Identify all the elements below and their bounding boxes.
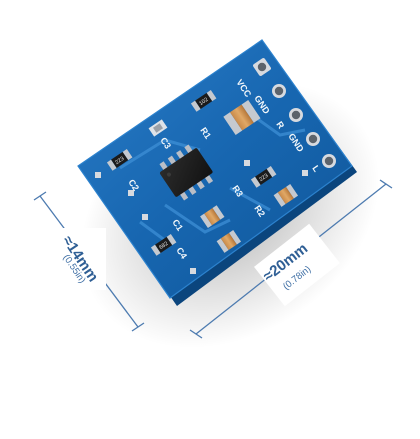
smd-code-ic: 102 — [198, 97, 209, 107]
silk-r: R — [274, 120, 286, 131]
smd-code-bottom: 682 — [158, 241, 169, 251]
electrolytic-capacitor — [223, 99, 261, 136]
smd-pads — [95, 160, 308, 274]
silk-l: L — [310, 164, 322, 175]
header-pin-vcc — [253, 58, 271, 76]
smd-resistor-r3: 223 — [250, 166, 277, 188]
ic-chip — [159, 144, 214, 201]
header-pin-gnd-mid — [306, 132, 320, 146]
ceramic-capacitor-c1 — [200, 205, 225, 229]
header-pin-gnd-top — [272, 84, 286, 98]
ceramic-capacitor-c2 — [273, 184, 299, 207]
header-pin-r — [289, 108, 303, 122]
ceramic-capacitor-c4 — [216, 230, 242, 253]
pin-header — [253, 58, 336, 168]
smd-resistor-bottom: 682 — [150, 234, 177, 256]
smd-code-mid: 223 — [258, 173, 269, 183]
height-dimension: ≈14mm (0.55in) — [33, 191, 145, 332]
smd-led — [148, 119, 168, 137]
pcb-board: VCC GND R GND L — [77, 39, 357, 306]
smd-code-left: 223 — [114, 156, 125, 166]
header-pin-l — [322, 154, 336, 168]
width-dimension: ≈20mm (0.78in) — [189, 179, 393, 339]
smd-resistor-r1: 102 — [190, 90, 217, 112]
smd-resistor-left: 223 — [106, 149, 133, 171]
